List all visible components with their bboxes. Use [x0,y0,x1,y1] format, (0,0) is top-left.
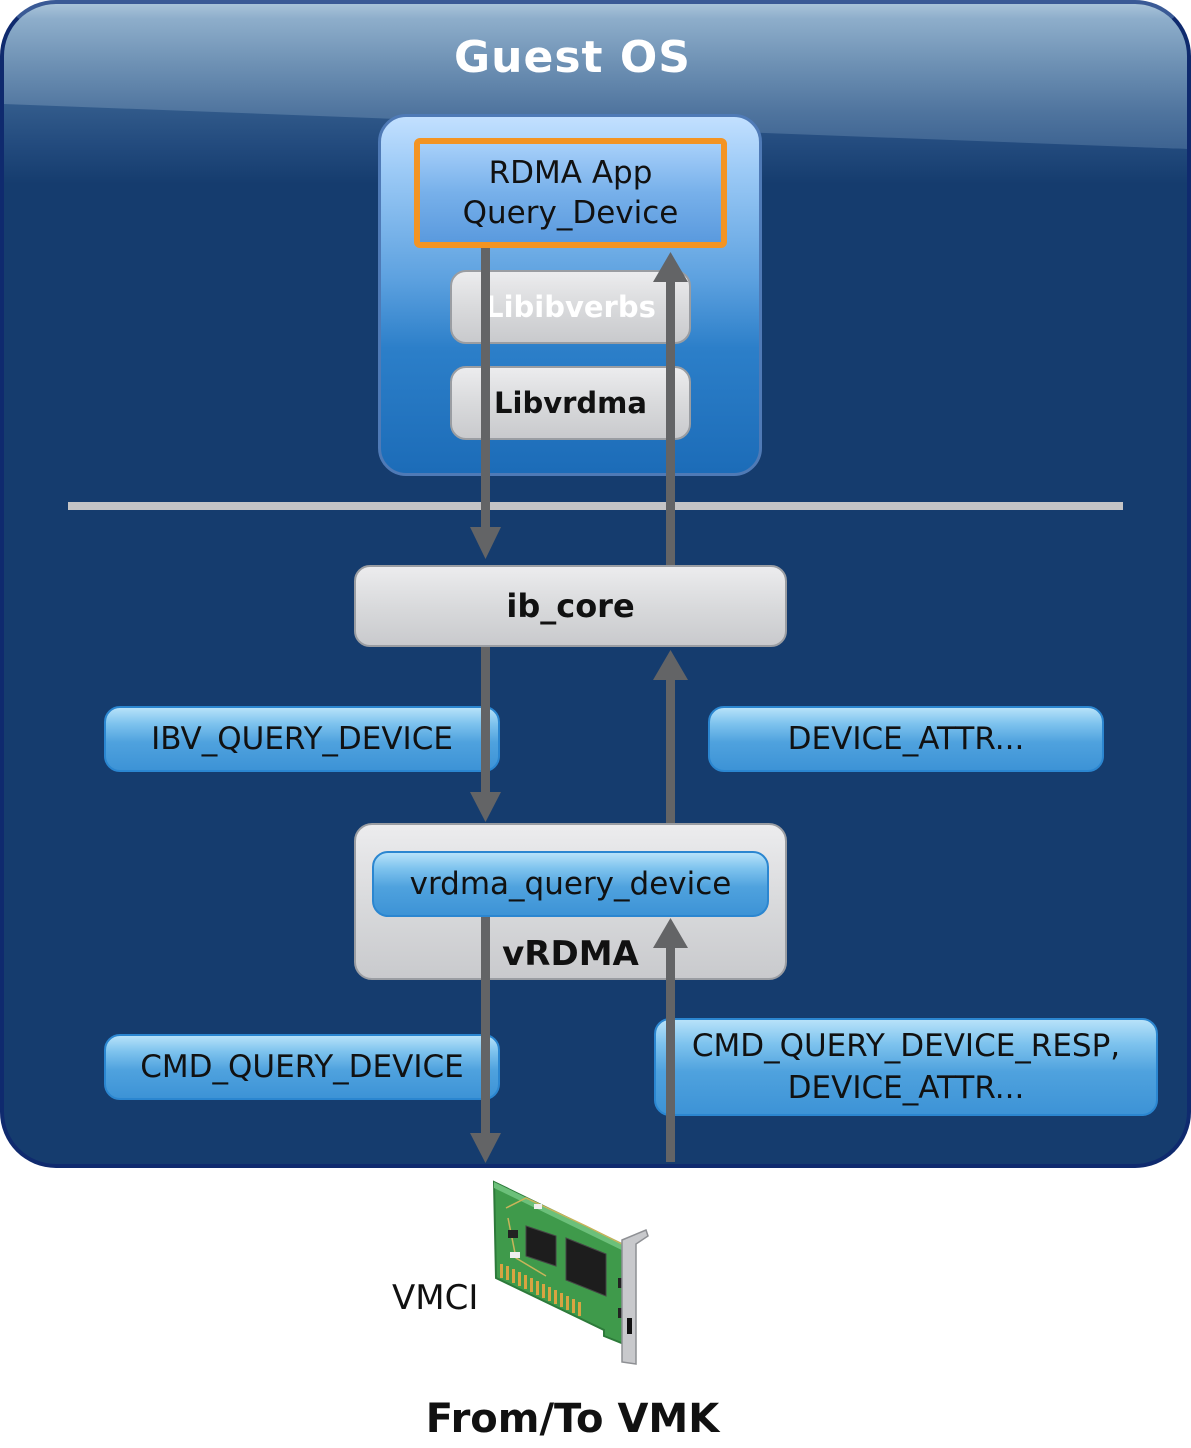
resp-line-2: DEVICE_ATTR... [787,1070,1025,1106]
vmci-label: VMCI [392,1278,479,1318]
rdma-app-box: RDMA App Query_Device [414,138,727,248]
from-to-vmk-label: From/To VMK [425,1396,720,1442]
pci-network-card-icon [492,1180,649,1365]
ibv-query-device-message: IBV_QUERY_DEVICE [104,706,500,772]
libibverbs-box: Libibverbs [450,270,691,344]
user-kernel-divider [68,502,1123,510]
ib-core-box: ib_core [354,565,787,647]
vrdma-label: vRDMA [502,934,639,974]
cmd-query-device-message: CMD_QUERY_DEVICE [104,1034,500,1100]
resp-line-1: CMD_QUERY_DEVICE_RESP, [691,1028,1121,1064]
libvrdma-box: Libvrdma [450,366,691,440]
device-attr-message: DEVICE_ATTR... [708,706,1104,772]
rdma-app-label: RDMA App [488,155,653,191]
vrdma-query-device-function: vrdma_query_device [372,851,769,917]
query-device-label: Query_Device [462,195,679,231]
cmd-query-device-resp-message: CMD_QUERY_DEVICE_RESP, DEVICE_ATTR... [654,1018,1158,1116]
guest-os-title: Guest OS [454,32,691,83]
